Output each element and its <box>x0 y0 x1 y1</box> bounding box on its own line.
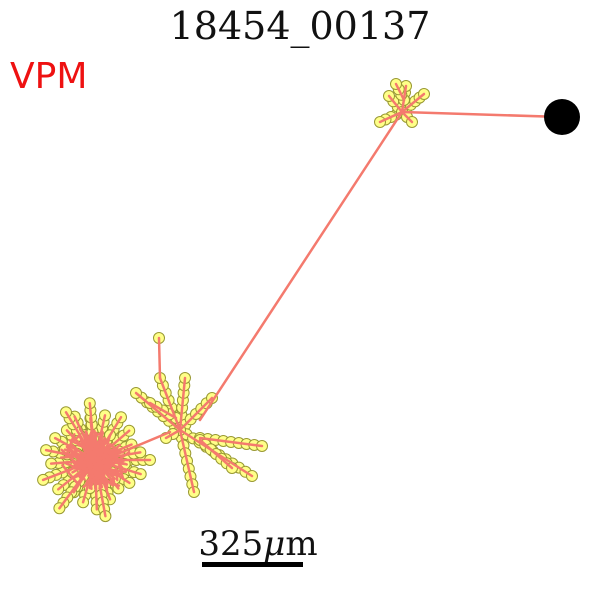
neurite-segment <box>178 376 187 432</box>
neurite-segment <box>164 428 182 440</box>
neurite-segment <box>87 437 103 457</box>
scale-value: 325 <box>198 524 264 564</box>
neurite-segment <box>86 461 94 478</box>
neurite-segment <box>387 94 404 114</box>
neurite-segment <box>198 436 264 448</box>
neurite-segment <box>178 428 196 494</box>
scale-bar-label: 325μm <box>188 524 328 564</box>
cell-id-title: 18454_00137 <box>169 4 431 48</box>
neurite-segment <box>198 438 234 470</box>
neurite-segment <box>400 110 414 124</box>
neurite-segment <box>108 443 125 454</box>
neurite-segment <box>65 433 76 457</box>
scale-unit-prefix: μ <box>263 524 286 564</box>
neurite-segment <box>76 472 86 481</box>
neurite-segment <box>148 401 178 420</box>
neurite-segment <box>157 336 162 380</box>
neurite-segment <box>82 448 117 477</box>
neurite-segment <box>378 110 404 124</box>
neurite-segment <box>158 376 182 432</box>
neurite-segment <box>106 430 172 460</box>
neurite-segment <box>96 477 108 484</box>
neurite-segment <box>115 453 125 481</box>
neurite-segment <box>100 454 128 466</box>
soma <box>544 99 580 135</box>
neurite-segment <box>71 461 86 476</box>
neurite-branches <box>41 82 564 518</box>
neurite-segment <box>64 452 105 460</box>
scale-unit-suffix: m <box>285 524 318 564</box>
neurite-segment <box>178 396 214 432</box>
scale-bar <box>202 562 303 567</box>
neurite-segment <box>61 463 78 484</box>
neurite-segment <box>198 110 404 422</box>
neurite-segment <box>88 430 104 441</box>
brain-region-label: VPM <box>10 56 88 97</box>
neurite-segment <box>83 431 88 439</box>
neurite-segment <box>400 92 426 114</box>
neurite-segment <box>100 449 109 470</box>
neurite-segment <box>85 445 100 462</box>
neurite-segment <box>394 82 406 102</box>
neurite-segment <box>400 110 564 119</box>
neurite-segment <box>134 391 182 432</box>
neurite-segment <box>107 475 113 482</box>
neurite-segment <box>71 444 83 455</box>
